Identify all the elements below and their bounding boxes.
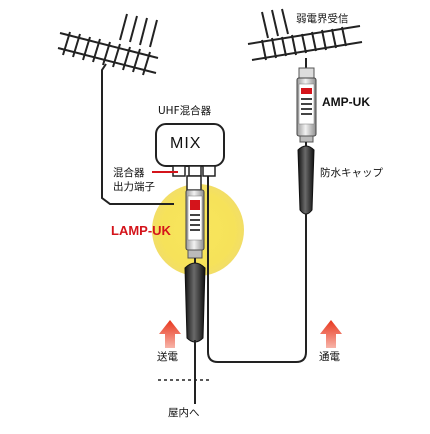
amp-uk-device <box>296 67 317 143</box>
arrow-up-icon <box>159 320 181 348</box>
mixer-output-label-line1: 混合器 <box>113 167 145 179</box>
mix-label: MIX <box>170 135 202 152</box>
waterproof-cap-left <box>184 262 206 343</box>
output-connector <box>186 175 202 191</box>
mixer-output-label-line2: 出力端子 <box>113 181 155 193</box>
power-send-label: 送電 <box>157 351 178 363</box>
power-pass-label: 通電 <box>319 351 340 363</box>
arrow-up-icon <box>320 320 342 348</box>
lamp-uk-label: LAMP-UK <box>111 223 171 238</box>
left-antenna-cable <box>101 63 174 205</box>
mixer-port-right <box>202 165 216 177</box>
lamp-uk-device <box>185 189 205 259</box>
indoor-label: 屋内へ <box>168 407 200 419</box>
amp-uk-label: AMP-UK <box>322 95 370 109</box>
uhf-mixer-label: UHF混合器 <box>158 105 212 117</box>
mixer-port-output <box>188 165 202 177</box>
antenna-right-icon <box>247 8 363 61</box>
antenna-left-icon <box>57 13 159 76</box>
weak-signal-label: 弱電界受信 <box>296 13 349 25</box>
waterproof-cap-label: 防水キャップ <box>320 167 383 179</box>
waterproof-cap-right <box>297 145 315 215</box>
right-cable <box>207 176 307 363</box>
